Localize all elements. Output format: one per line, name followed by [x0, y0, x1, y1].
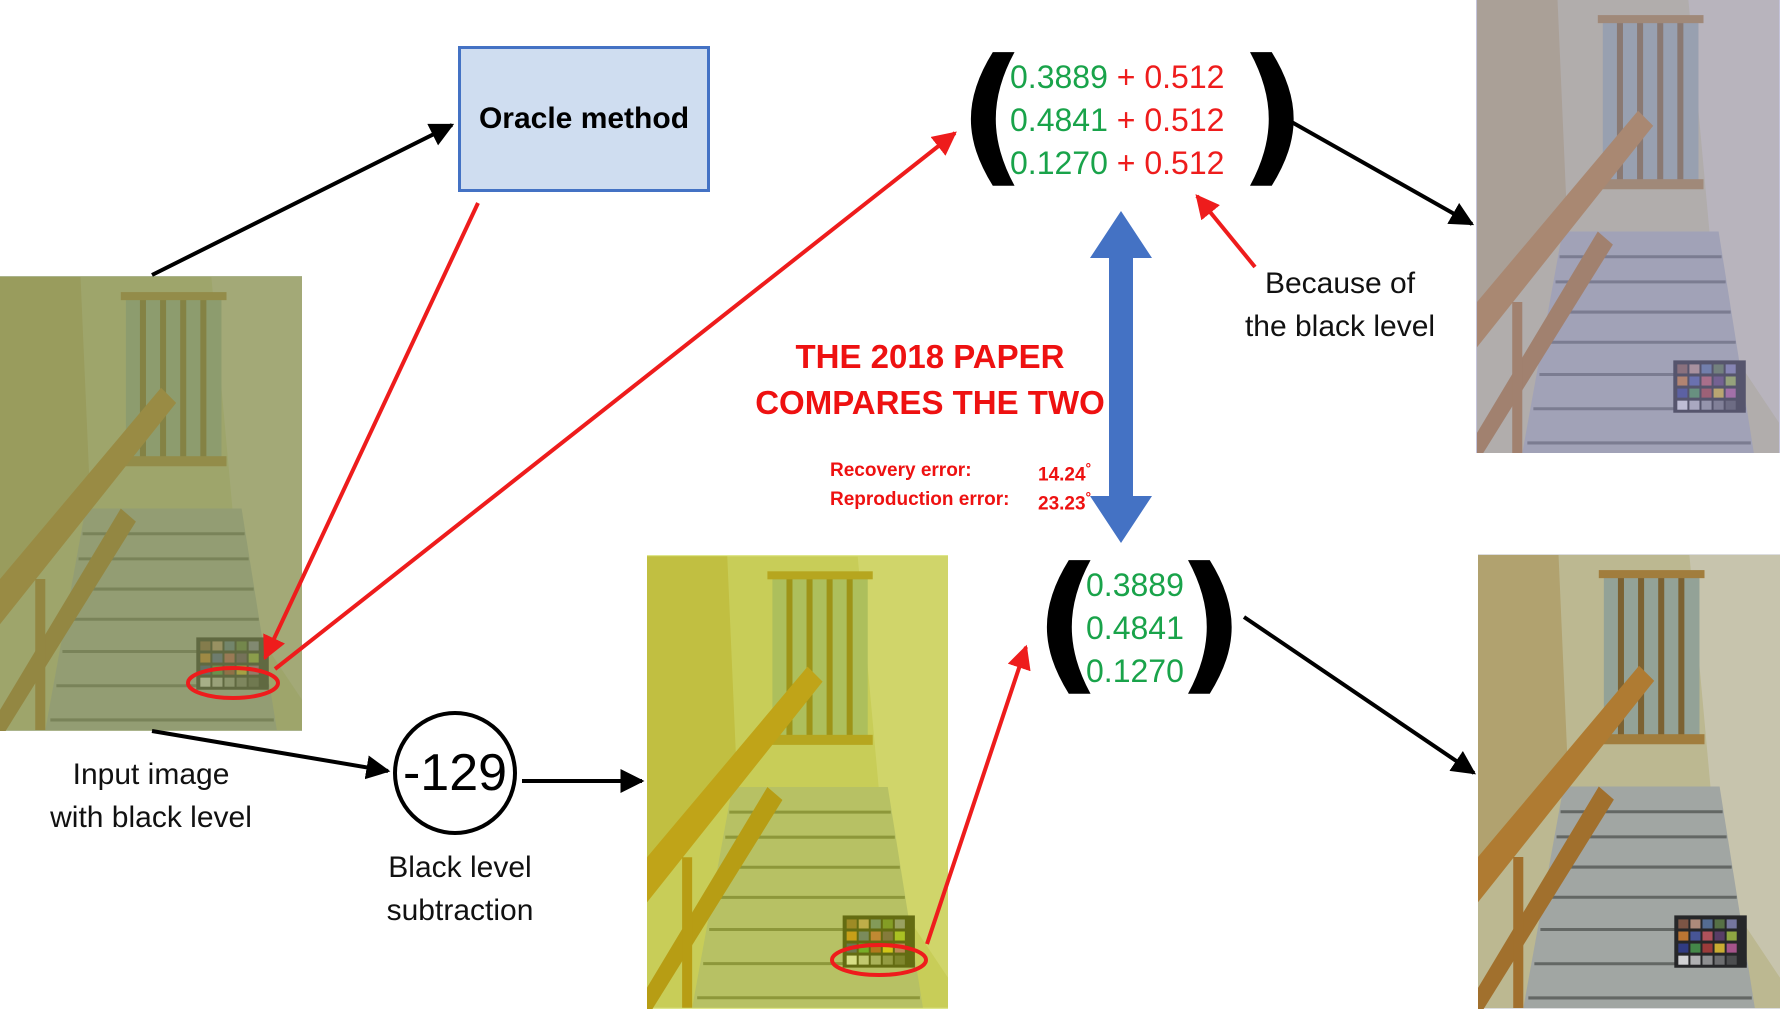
bottom-matrix-row: 0.3889	[1086, 567, 1184, 603]
arrow-bottom-matrix-to-output	[1242, 615, 1476, 775]
input-image	[0, 276, 302, 731]
input-caption-line2: with black level	[50, 801, 252, 834]
arrow-top-matrix-to-output	[1287, 118, 1475, 226]
headline-line2: COMPARES THE TWO	[755, 384, 1105, 421]
bottom-right-paren: )	[1176, 536, 1245, 710]
black-level-subtraction-node: -129	[393, 711, 517, 835]
input-image-caption: Input image with black level	[20, 753, 282, 839]
arrow-oracle-to-chart	[263, 202, 480, 661]
black-level-annotation: Because of the black level	[1222, 262, 1458, 348]
headline-line1: THE 2018 PAPER	[795, 338, 1065, 375]
color-chart-highlight-input	[186, 666, 280, 700]
arrow-input-to-oracle	[151, 123, 455, 277]
arrow-annotation-to-offset	[1195, 194, 1257, 269]
annotation-line1: Because of	[1264, 267, 1416, 300]
bottom-left-paren: (	[1034, 536, 1103, 710]
compare-double-arrow	[1090, 211, 1152, 543]
top-matrix-row: 0.1270 + 0.512	[1010, 145, 1225, 181]
subtracted-image	[647, 555, 948, 1009]
oracle-method-label: Oracle method	[478, 102, 690, 135]
bottom-matrix-row: 0.1270	[1086, 653, 1184, 689]
arrow-input-to-subtraction	[151, 729, 391, 780]
subtraction-caption-line1: Black level	[388, 851, 532, 884]
reproduction-error-label: Reproduction error:	[830, 489, 1010, 510]
color-chart-highlight-subtracted	[830, 943, 928, 977]
arrow-chart-to-bottom-matrix	[925, 644, 1031, 945]
top-right-paren: )	[1238, 28, 1307, 202]
output-image-corrected	[1478, 554, 1780, 1009]
subtraction-caption: Black level subtraction	[355, 846, 565, 932]
subtraction-value: -129	[402, 744, 508, 802]
arrow-chart-to-top-matrix	[273, 131, 957, 671]
bottom-matrix-row: 0.4841	[1086, 610, 1184, 646]
top-matrix-row: 0.3889 + 0.512	[1010, 59, 1225, 95]
comparison-headline: THE 2018 PAPER COMPARES THE TWO	[740, 334, 1120, 426]
top-left-paren: (	[958, 28, 1027, 202]
oracle-method-box: Oracle method	[458, 46, 710, 192]
annotation-line2: the black level	[1244, 310, 1436, 343]
recovery-error-label: Recovery error:	[830, 460, 972, 481]
recovery-error-value: 14.24°	[1038, 460, 1092, 486]
input-caption-line1: Input image	[72, 758, 230, 791]
reproduction-error-value: 23.23°	[1038, 489, 1092, 515]
top-matrix-row: 0.4841 + 0.512	[1010, 102, 1225, 138]
output-image-with-black-level	[1476, 0, 1780, 453]
subtraction-caption-line2: subtraction	[386, 894, 534, 927]
